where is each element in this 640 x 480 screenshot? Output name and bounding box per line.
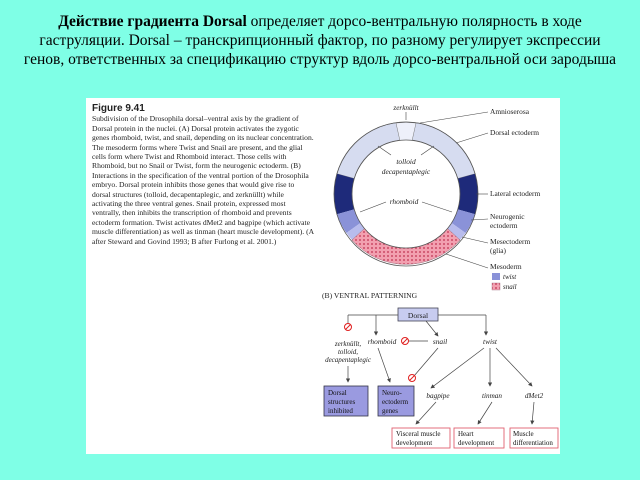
dorsal-box-line-3: inhibited — [328, 407, 353, 415]
twist-gene: twist — [483, 337, 498, 346]
figure-diagrams: zerknüllt tolloid decapentaplegic rhombo… — [322, 104, 559, 449]
muscle-box-line-2: differentiation — [513, 439, 553, 447]
amnioserosa-label: Amnioserosa — [490, 107, 530, 116]
dorsal-genes-line-2: tolloid, — [338, 348, 358, 356]
figure-caption-text: Subdivision of the Drosophila dorsal–ven… — [92, 114, 314, 246]
dorsal-structures-box — [323, 385, 369, 417]
dorsal-node-label: Dorsal — [408, 311, 428, 320]
neurogenic-region — [336, 209, 476, 233]
legend-snail-label: snail — [503, 283, 517, 291]
legend-snail-swatch — [491, 282, 501, 291]
dorsal-box-line-1: Dorsal — [328, 389, 347, 397]
neurogenic-label-1: Neurogenic — [490, 212, 525, 221]
dorsal-node — [397, 307, 439, 322]
neuroectoderm-box — [377, 385, 415, 417]
tolloid-label: tolloid — [396, 157, 416, 166]
lateral-ectoderm-label: Lateral ectoderm — [490, 189, 541, 198]
embryo-cross-section: zerknüllt tolloid decapentaplegic rhombo… — [333, 104, 541, 291]
bagpipe-gene: bagpipe — [426, 392, 450, 400]
mesoderm-label: Mesoderm — [490, 262, 522, 271]
neurogenic-label-2: ectoderm — [490, 221, 518, 230]
dorsal-box-line-2: structures — [328, 398, 355, 406]
rhomboid-ring-label: rhomboid — [390, 197, 419, 206]
visceral-muscle-box — [391, 427, 451, 449]
dorsal-genes-line-1: zerknüllt, — [334, 340, 361, 348]
zerknullt-label: zerknüllt — [392, 104, 419, 112]
figure-label: Figure 9.41 — [92, 103, 145, 114]
snail-gene: snail — [433, 337, 447, 346]
muscle-differentiation-box — [509, 427, 559, 449]
visceral-box-line-1: Visceral muscle — [396, 430, 440, 438]
dorsal-genes-line-3: decapentaplegic — [325, 356, 372, 364]
dmet2-gene: dMet2 — [525, 392, 544, 400]
mesectoderm-label-2: (glia) — [490, 246, 507, 255]
heart-development-box — [453, 427, 505, 449]
rhomboid-gene: rhomboid — [368, 337, 397, 346]
mesectoderm-label-1: Mesectoderm — [490, 237, 530, 246]
tinman-gene: tinman — [482, 392, 502, 400]
panel-b-header: (B) VENTRAL PATTERNING — [322, 291, 418, 300]
ventral-patterning-diagram: (B) VENTRAL PATTERNING Dorsal zerknüllt,… — [322, 291, 559, 449]
decapentaplegic-label: decapentaplegic — [382, 167, 431, 176]
muscle-box-line-1: Muscle — [513, 430, 534, 438]
textbook-figure: Figure 9.41 Subdivision of the Drosophil… — [86, 98, 560, 454]
neuro-box-line-1: Neuro- — [382, 389, 402, 397]
heart-box-line-1: Heart — [458, 430, 474, 438]
neuro-box-line-3: genes — [382, 407, 398, 415]
lateral-ectoderm-left — [334, 173, 355, 215]
visceral-box-line-2: development — [396, 439, 432, 447]
legend-twist-swatch — [492, 273, 500, 280]
legend-twist-label: twist — [503, 273, 517, 281]
dorsal-ectoderm-label: Dorsal ectoderm — [490, 128, 539, 137]
neuro-box-line-2: ectoderm — [382, 398, 409, 406]
heart-box-line-2: development — [458, 439, 494, 447]
slide-title: Действие градиента Dorsal определяет дор… — [23, 13, 617, 68]
figure-caption: Figure 9.41 Subdivision of the Drosophil… — [92, 103, 314, 246]
lateral-ectoderm-right — [457, 173, 478, 215]
